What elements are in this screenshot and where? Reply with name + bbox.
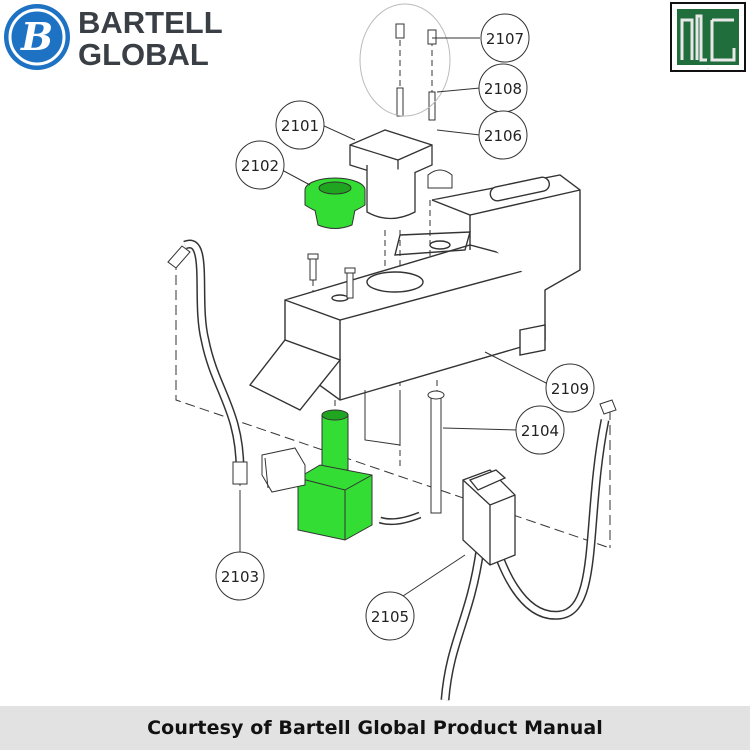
callout-label-2107: 2106 — [484, 127, 522, 145]
callout-label-2104: 2104 — [521, 422, 559, 440]
callout-label-2105: 2105 — [371, 608, 409, 626]
callout-label-2103: 2103 — [221, 568, 259, 586]
battery-cable-right — [440, 419, 610, 701]
callout-2103: 2103 — [215, 551, 265, 601]
alc-logo-text: ALC — [707, 67, 709, 70]
relay-box — [349, 129, 433, 220]
alc-logo: ALC — [670, 2, 746, 72]
actuator-rod — [364, 390, 445, 526]
callout-2109: 2109 — [545, 363, 595, 413]
brand-line-1: BARTELL — [78, 5, 223, 40]
ring-terminal-left — [167, 245, 191, 269]
callout-label-2108: 2108 — [484, 80, 522, 98]
callout-2102: 2102 — [235, 140, 285, 190]
callout-label-2109: 2109 — [551, 380, 589, 398]
grommet-highlight — [304, 177, 366, 229]
callout-2101: 2101 — [275, 100, 325, 150]
callout-2104: 2104 — [515, 405, 565, 455]
emblem-letter: B — [20, 14, 53, 59]
motor-connector — [261, 447, 306, 493]
bartell-global-logo: B BARTELL GLOBAL — [4, 4, 223, 72]
callout-2105: 2105 — [365, 591, 415, 641]
bartell-emblem-icon — [4, 4, 70, 70]
callout-label-2106: 2107 — [486, 30, 524, 48]
caption-bar: Courtesy of Bartell Global Product Manua… — [0, 706, 750, 750]
brand-line-2: GLOBAL — [78, 37, 209, 72]
callout-label-2101: 2101 — [281, 117, 319, 135]
screws — [307, 253, 356, 299]
terminal-cap — [427, 169, 453, 189]
battery-cable-left — [183, 239, 245, 471]
anderson-connector — [462, 469, 516, 566]
callout-2108: 2108 — [478, 63, 528, 113]
callout-2106: 2107 — [480, 13, 530, 63]
cable-lug — [232, 461, 248, 485]
contact-pins — [359, 3, 451, 121]
ring-terminal-right — [599, 399, 617, 415]
solenoid-highlight — [297, 409, 373, 541]
caption-text: Courtesy of Bartell Global Product Manua… — [147, 717, 603, 739]
callout-label-2102: 2102 — [241, 157, 279, 175]
callout-leaders — [239, 37, 551, 599]
callout-2107: 2106 — [478, 110, 528, 160]
